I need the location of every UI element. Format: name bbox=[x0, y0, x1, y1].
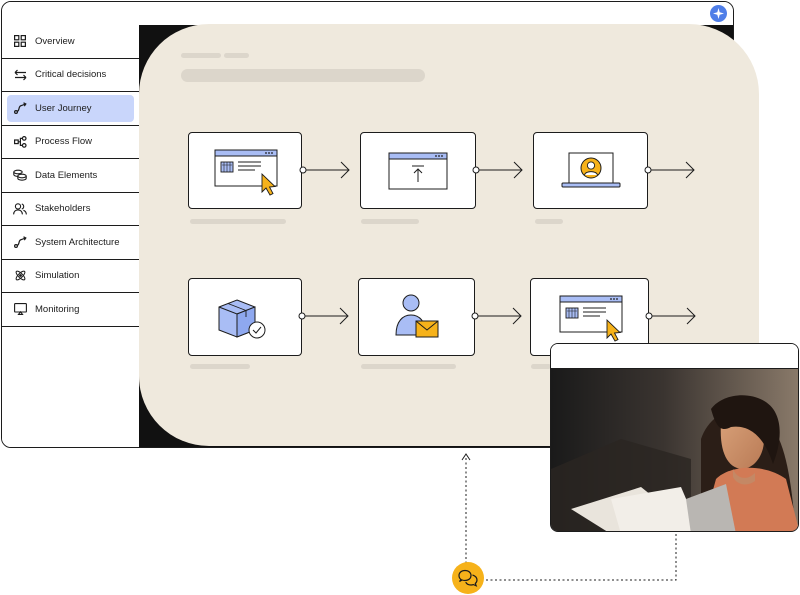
step-label-placeholder bbox=[190, 219, 286, 224]
atom-icon bbox=[13, 269, 27, 283]
architecture-path-icon bbox=[13, 235, 27, 249]
step-label-placeholder bbox=[361, 364, 456, 369]
database-coins-icon bbox=[13, 168, 27, 182]
journey-step-card[interactable] bbox=[188, 278, 302, 356]
photo-title-bar bbox=[551, 344, 798, 369]
journey-step-card[interactable] bbox=[360, 132, 476, 209]
title-bar bbox=[2, 2, 733, 26]
flow-arrow bbox=[299, 161, 350, 179]
sidebar-item-system-architecture[interactable]: System Architecture bbox=[2, 226, 139, 260]
step-label-placeholder bbox=[531, 364, 551, 369]
people-icon bbox=[13, 202, 27, 216]
shopping-cart-browser-icon bbox=[559, 295, 622, 342]
sidebar-item-overview[interactable]: Overview bbox=[2, 25, 139, 59]
sidebar-item-monitoring[interactable]: Monitoring bbox=[2, 293, 139, 327]
flow-arrow bbox=[644, 161, 695, 179]
sidebar-item-label: Critical decisions bbox=[35, 69, 107, 81]
step-label-placeholder bbox=[190, 364, 250, 369]
flow-arrow bbox=[471, 307, 522, 325]
monitor-icon bbox=[13, 302, 27, 316]
flow-nodes-icon bbox=[13, 135, 27, 149]
chat-bubbles-icon bbox=[458, 569, 478, 587]
sidebar-item-label: Monitoring bbox=[35, 303, 80, 315]
sidebar-item-label: Simulation bbox=[35, 270, 80, 282]
breadcrumb-placeholder bbox=[181, 53, 221, 58]
flow-arrow bbox=[472, 161, 523, 179]
sidebar-item-process-flow[interactable]: Process Flow bbox=[2, 126, 139, 159]
sidebar-item-label: Data Elements bbox=[35, 169, 98, 181]
swap-arrows-icon bbox=[13, 68, 27, 82]
sidebar-item-stakeholders[interactable]: Stakeholders bbox=[2, 193, 139, 226]
step-label-placeholder bbox=[361, 219, 419, 224]
user-photo-window bbox=[550, 343, 799, 532]
chat-button[interactable] bbox=[452, 562, 484, 594]
flow-arrow bbox=[298, 307, 349, 325]
sidebar-item-critical-decisions[interactable]: Critical decisions bbox=[2, 59, 139, 92]
grid-icon bbox=[13, 34, 27, 48]
shopping-cart-browser-icon bbox=[214, 149, 278, 196]
sidebar-item-data-elements[interactable]: Data Elements bbox=[2, 159, 139, 193]
step-label-placeholder bbox=[535, 219, 563, 224]
page-title-placeholder bbox=[181, 69, 425, 82]
sidebar-item-simulation[interactable]: Simulation bbox=[2, 260, 139, 293]
user-reading-photo bbox=[551, 369, 798, 531]
sidebar-item-label: Process Flow bbox=[35, 136, 93, 148]
sidebar-item-label: User Journey bbox=[35, 102, 92, 114]
package-check-icon bbox=[218, 299, 266, 339]
breadcrumb-placeholder bbox=[224, 53, 249, 58]
sidebar-item-label: Overview bbox=[35, 35, 75, 47]
journey-step-card[interactable] bbox=[188, 132, 302, 209]
dotted-connector bbox=[461, 453, 677, 581]
journey-path-icon bbox=[13, 101, 27, 115]
sparkle-icon[interactable] bbox=[710, 5, 727, 22]
user-laptop-icon bbox=[561, 152, 620, 187]
journey-step-card[interactable] bbox=[533, 132, 648, 209]
user-mail-icon bbox=[394, 294, 438, 338]
sidebar-item-label: System Architecture bbox=[35, 236, 120, 248]
sidebar-item-user-journey[interactable]: User Journey bbox=[2, 92, 139, 126]
sidebar-item-label: Stakeholders bbox=[35, 203, 91, 215]
flow-arrow bbox=[645, 307, 696, 325]
journey-step-card[interactable] bbox=[358, 278, 475, 356]
sidebar: Overview Critical decisions User Journey… bbox=[2, 25, 140, 447]
upload-browser-icon bbox=[388, 152, 448, 189]
